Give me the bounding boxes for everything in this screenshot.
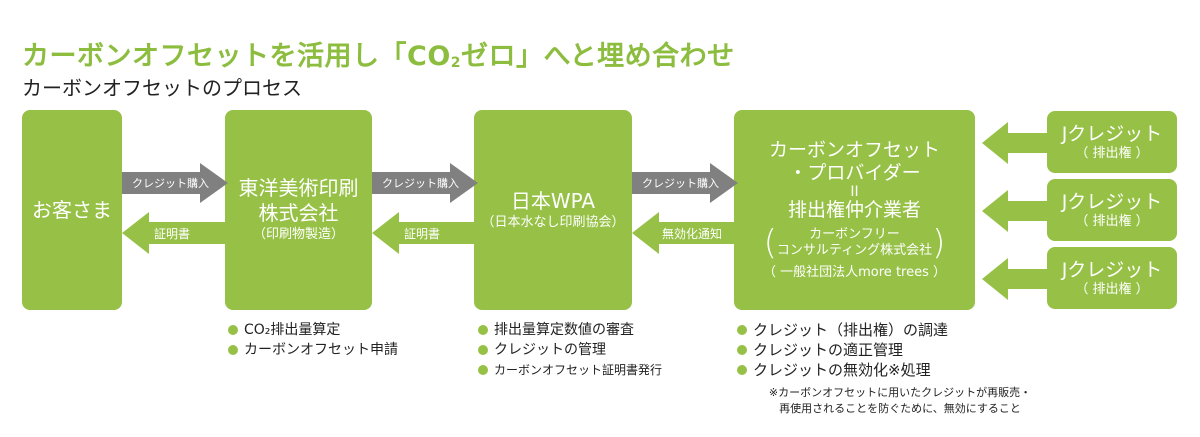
arrow-certificate-2: 証明書 xyxy=(372,212,474,254)
node-customer: お客さま xyxy=(22,110,122,310)
bullet-icon xyxy=(737,365,747,375)
arrow-right-icon xyxy=(372,163,478,203)
arrow-right-icon xyxy=(122,163,228,203)
arrow-left-icon xyxy=(982,190,1047,232)
list-item: クレジット（排出権）の調達 xyxy=(737,320,948,340)
bullet-icon xyxy=(228,345,238,355)
bullet-icon xyxy=(478,365,488,375)
bullet-icon xyxy=(737,325,747,335)
list-item: クレジットの管理 xyxy=(478,340,662,360)
roles-provider: クレジット（排出権）の調達 クレジットの適正管理 クレジットの無効化※処理 xyxy=(737,320,948,380)
bullet-icon xyxy=(478,325,488,335)
arrow-credit-purchase-1: クレジット購入 xyxy=(122,163,228,203)
arrow-left-icon xyxy=(632,212,734,254)
arrow-jcredit-1 xyxy=(982,122,1047,164)
arrow-jcredit-2 xyxy=(982,190,1047,232)
node-jcredit: Jクレジット （ 排出権 ） xyxy=(1047,247,1177,309)
arrow-left-icon xyxy=(122,212,225,254)
arrow-invalidation-notice: 無効化通知 xyxy=(632,212,734,254)
subtitle: カーボンオフセットのプロセス xyxy=(22,76,302,100)
node-toyo-printing: 東洋美術印刷 株式会社 （印刷物製造） xyxy=(225,110,372,310)
bullet-icon xyxy=(228,325,238,335)
provider-companies: ( カーボンフリー コンサルティング株式会社 ) xyxy=(763,222,946,263)
list-item: 排出量算定数値の審査 xyxy=(478,320,662,340)
list-item: クレジットの適正管理 xyxy=(737,340,948,360)
arrow-left-icon xyxy=(982,258,1047,300)
bullet-icon xyxy=(478,345,488,355)
node-jcredit: Jクレジット （ 排出権 ） xyxy=(1047,179,1177,241)
list-item: カーボンオフセット申請 xyxy=(228,340,398,360)
list-item: クレジットの無効化※処理 xyxy=(737,360,948,380)
arrow-credit-purchase-3: クレジット購入 xyxy=(632,163,738,203)
arrow-right-icon xyxy=(632,163,738,203)
arrow-certificate-1: 証明書 xyxy=(122,212,225,254)
arrow-left-icon xyxy=(982,122,1047,164)
main-title: カーボンオフセットを活用し「CO2ゼロ」へと埋め合わせ xyxy=(22,41,735,72)
node-japan-wpa: 日本WPA （日本水なし印刷協会） xyxy=(474,110,632,310)
bullet-icon xyxy=(737,345,747,355)
arrow-credit-purchase-2: クレジット購入 xyxy=(372,163,478,203)
arrow-left-icon xyxy=(372,212,474,254)
list-item: CO₂排出量算定 xyxy=(228,320,398,340)
roles-wpa: 排出量算定数値の審査 クレジットの管理 カーボンオフセット証明書発行 xyxy=(478,320,662,380)
node-jcredit: Jクレジット （ 排出権 ） xyxy=(1047,111,1177,173)
footnote: ※カーボンオフセットに用いたクレジットが再販売・ 再使用されることを防ぐために、… xyxy=(768,386,1032,415)
node-offset-provider: カーボンオフセット ・プロバイダー II 排出権仲介業者 ( カーボンフリー コ… xyxy=(734,110,975,310)
list-item: カーボンオフセット証明書発行 xyxy=(478,360,662,380)
roles-toyo: CO₂排出量算定 カーボンオフセット申請 xyxy=(228,320,398,360)
arrow-jcredit-3 xyxy=(982,258,1047,300)
